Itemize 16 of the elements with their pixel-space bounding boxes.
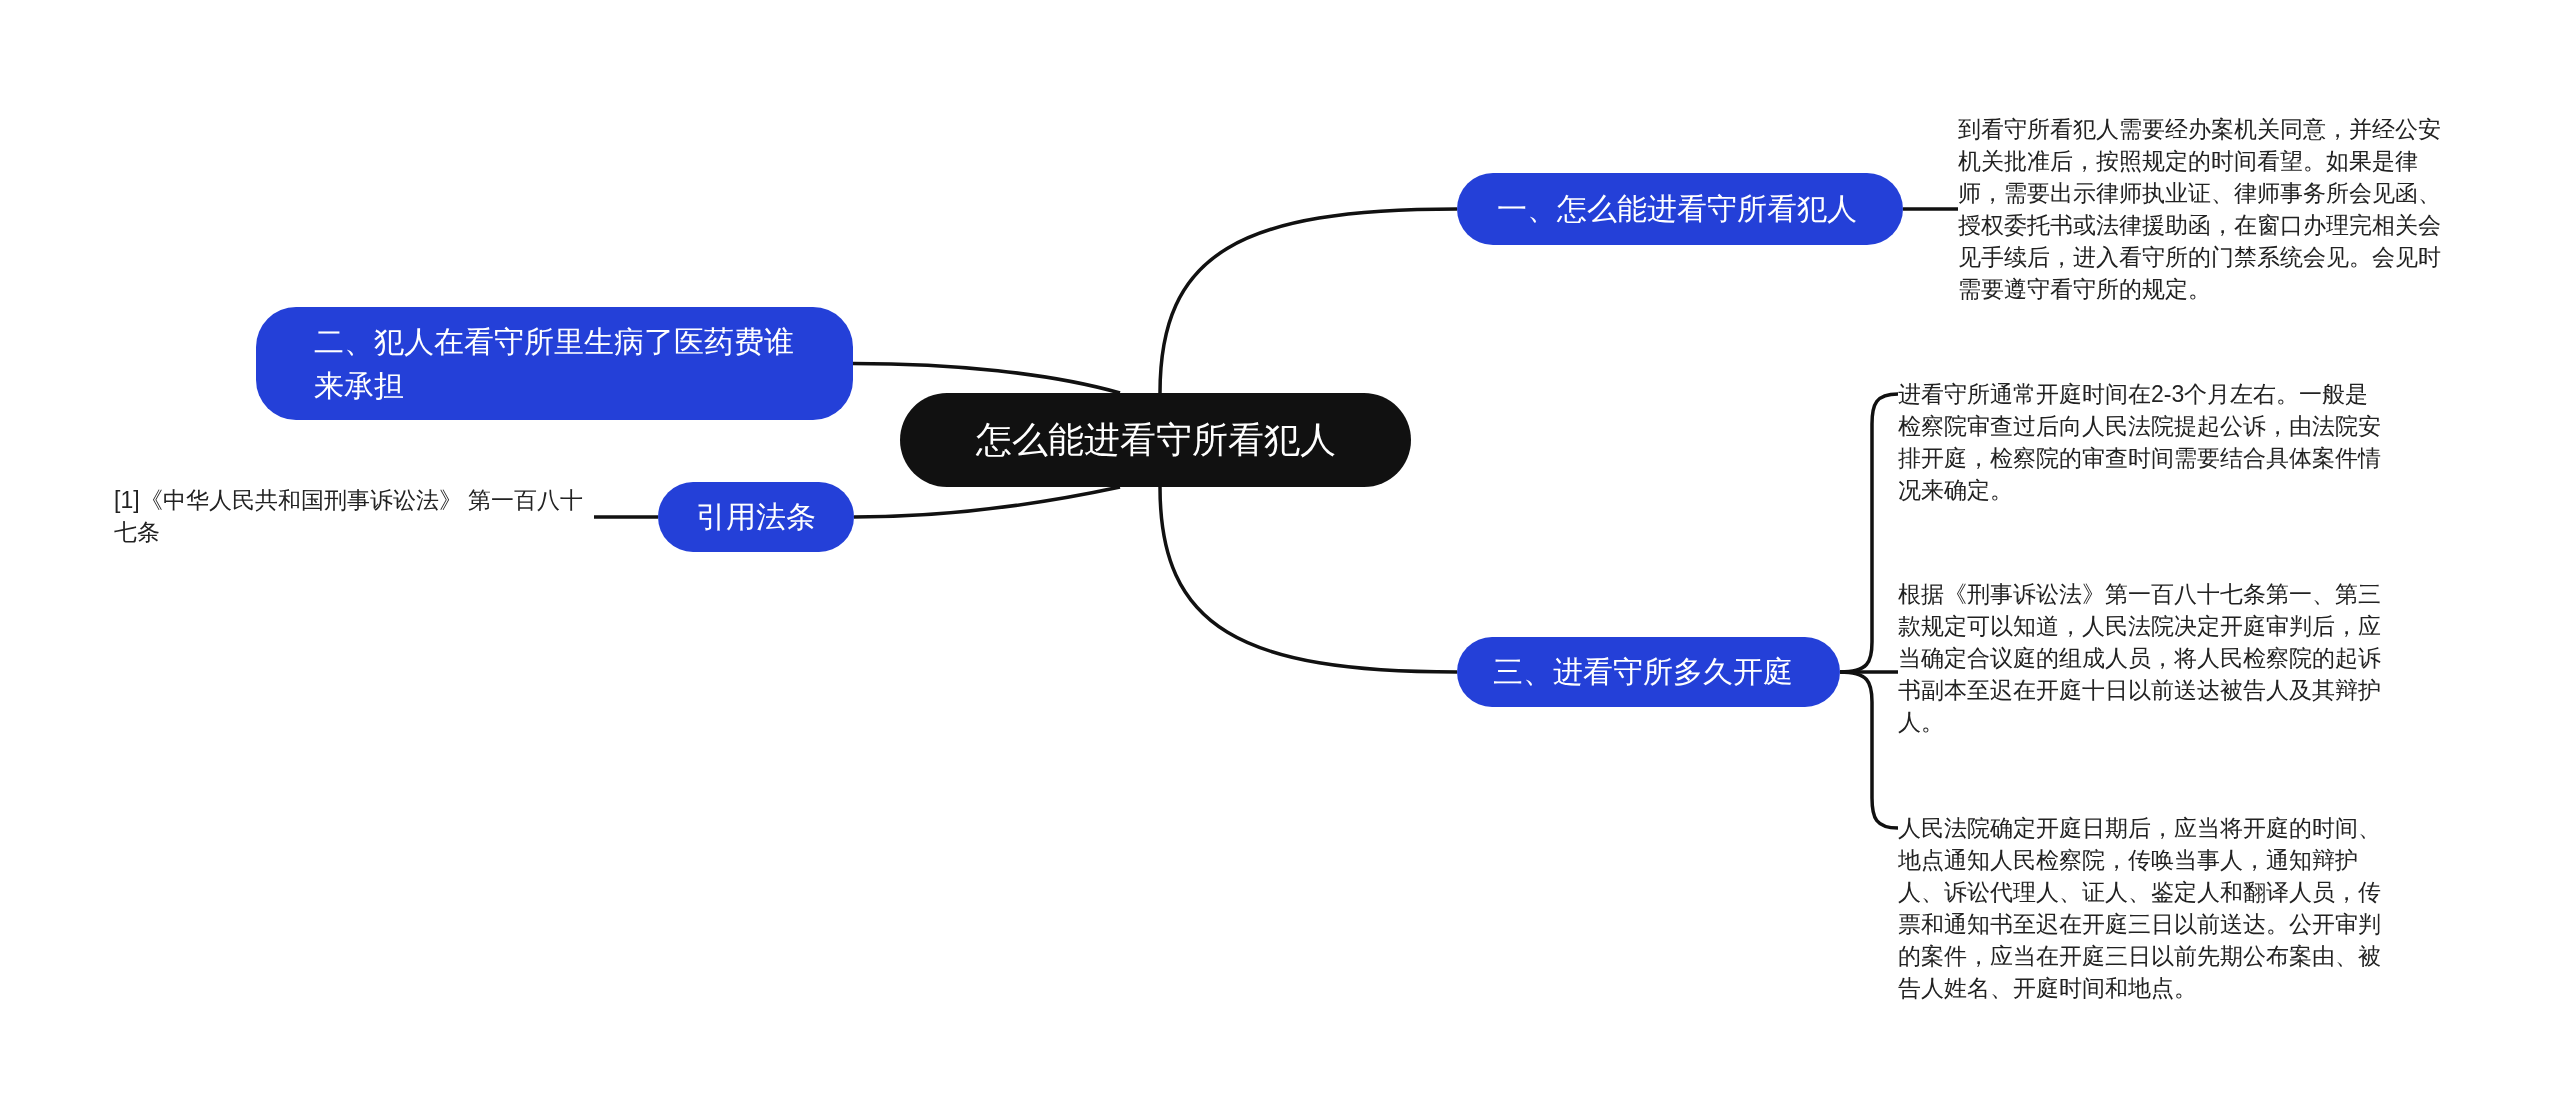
topic-box: 二、犯人在看守所里生病了医药费谁来承担	[256, 307, 853, 420]
note-text: 根据《刑事诉讼法》第一百八十七条第一、第三款规定可以知道，人民法院决定开庭审判后，应当确定合议庭的组成人员，将人民检察院的起诉书副本至迟在开庭十日以前送达被告人及其辩护人。	[1898, 578, 2388, 740]
topic-box: 三、进看守所多久开庭	[1457, 637, 1840, 707]
note-text: 到看守所看犯人需要经办案机关同意，并经公安机关批准后，按照规定的时间看望。如果是律师，需要出示律师执业证、律师事务所会见函、授权委托书或法律援助函，在窗口办理完相关会见手续后，进入看守所的门禁系统会见。会见时需要遵守看守所的规定。	[1958, 113, 2448, 309]
note-text: 进看守所通常开庭时间在2-3个月左右。一般是检察院审查过后向人民法院提起公诉，由法院安排开庭，检察院的审查时间需要结合具体案件情况来确定。	[1898, 378, 2388, 508]
connector-line	[1158, 486, 1458, 674]
note-text: [1]《中华人民共和国刑事诉讼法》 第一百八十七条	[114, 484, 594, 550]
connector-line	[1903, 207, 1958, 211]
topic-box: 引用法条	[658, 482, 854, 552]
note-text: 人民法院确定开庭日期后，应当将开庭的时间、地点通知人民检察院，传唤当事人，通知辩护人、诉讼代理人、证人、鉴定人和翻译人员，传票和通知书至迟在开庭三日以前送达。公开审判的案件，应当在开庭三日以前先期公布案由、被告人姓名、开庭时间和地点。	[1898, 812, 2388, 1006]
connector-line	[1158, 207, 1458, 394]
connector-line	[853, 485, 1121, 519]
central-topic: 怎么能进看守所看犯人	[900, 393, 1411, 487]
topic-box: 一、怎么能进看守所看犯人	[1457, 173, 1903, 245]
connector-line	[594, 515, 658, 519]
connector-line	[853, 361, 1121, 395]
